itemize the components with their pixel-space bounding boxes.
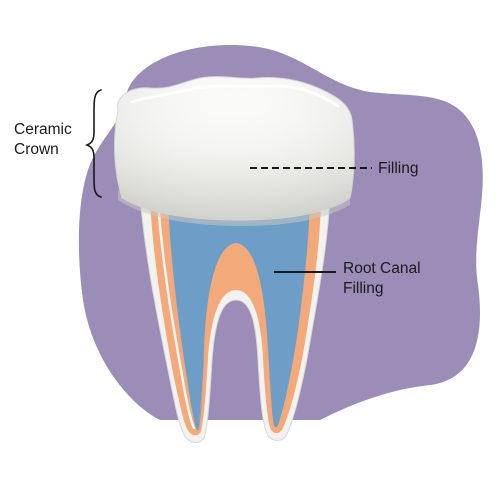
root-canal-label-line1: Root Canal [343,260,421,277]
crown-shading [114,76,355,221]
pulp-filling [168,200,310,431]
filling-label-text: Filling [378,160,419,177]
root-canal-filling-label: Root Canal Filling [343,259,421,299]
ceramic-crown-label: Ceramic Crown [14,120,72,160]
dentin-inner-line [156,198,196,430]
filling-label: Filling [378,159,418,179]
crown-cusp-highlight [130,84,340,108]
root-canal-label-line2: Filling [343,280,384,297]
ceramic-crown-label-line2: Crown [14,141,59,158]
ceramic-crown-label-line1: Ceramic [14,121,72,138]
crown-brace [84,89,102,198]
